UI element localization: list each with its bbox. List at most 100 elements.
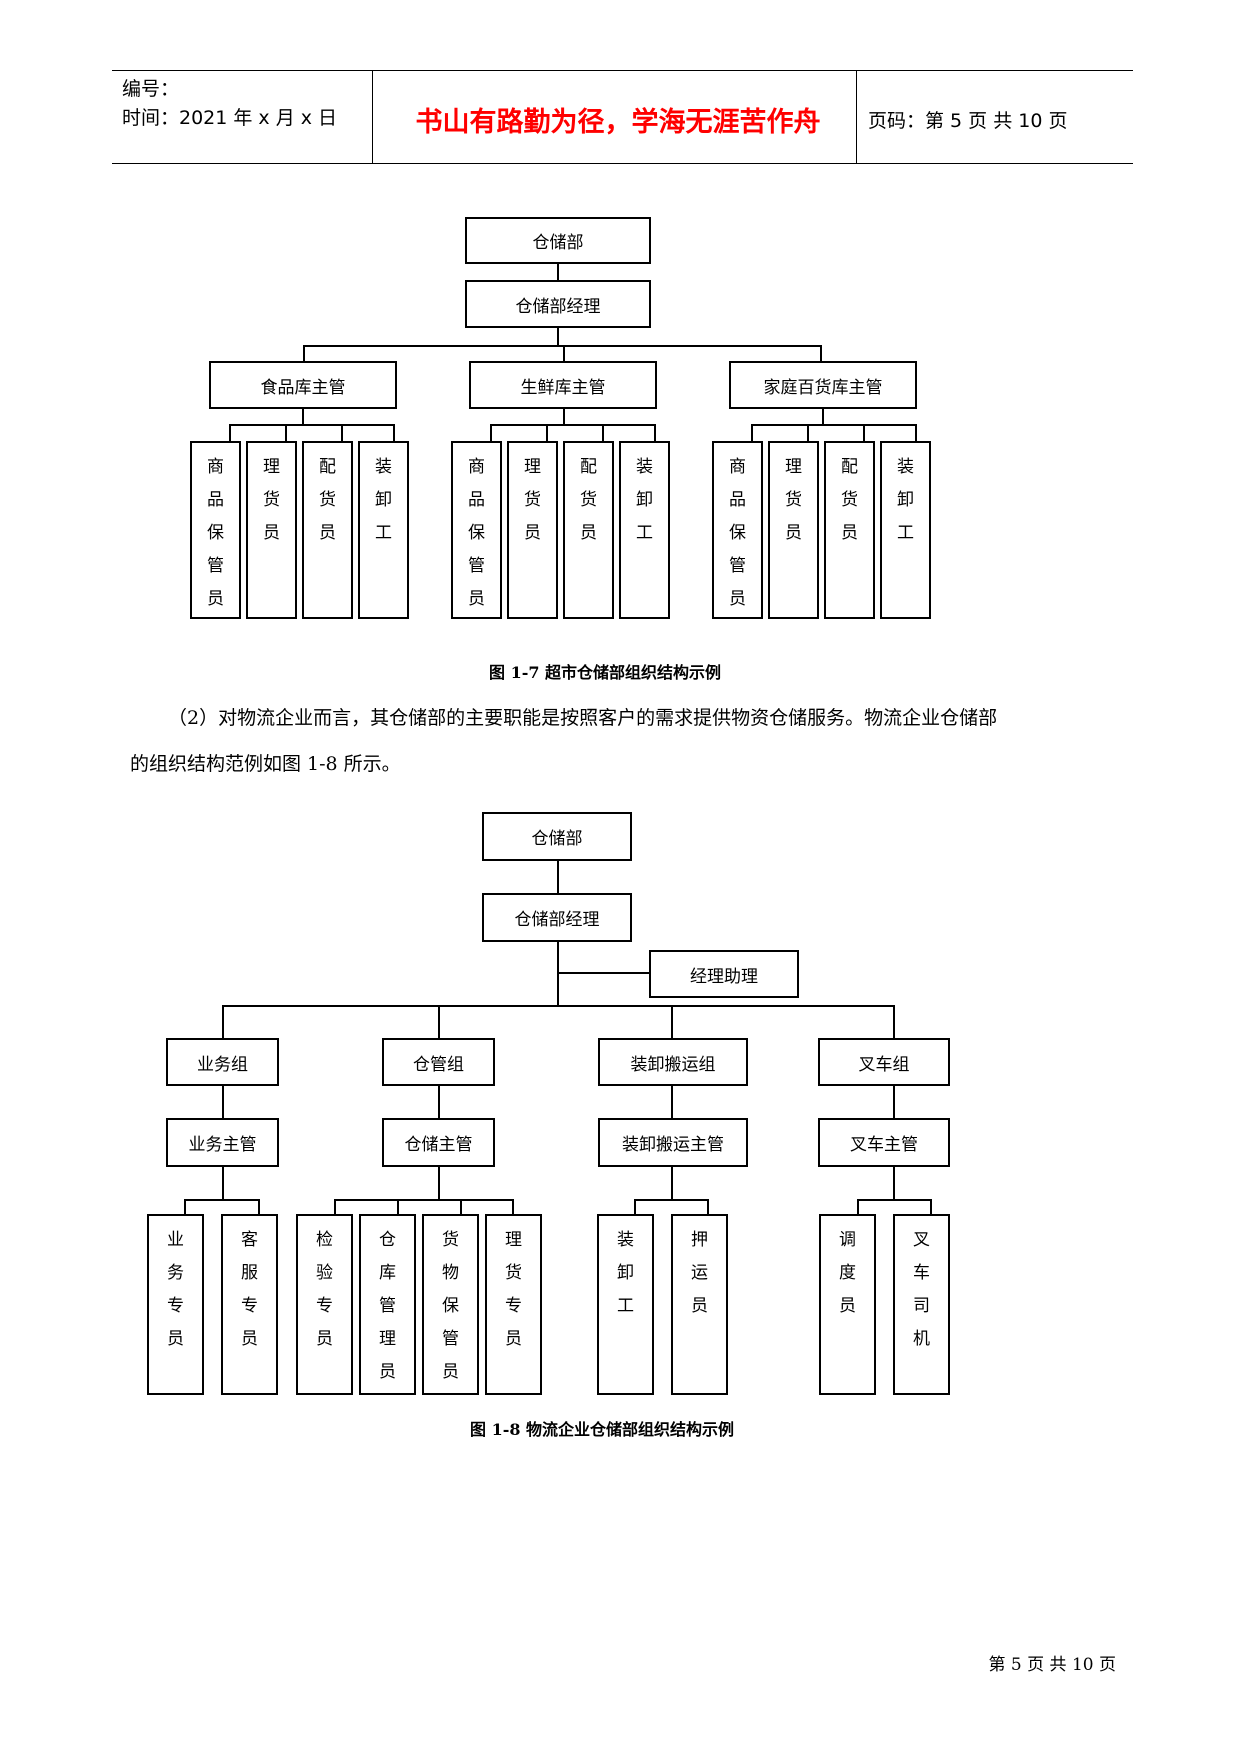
chart1-connector — [546, 424, 548, 442]
chart1-supervisor-household: 家庭百货库主管 — [729, 361, 917, 409]
chart1-connector — [393, 424, 395, 442]
chart2-connector — [857, 1199, 859, 1215]
chart2-manager-box: 仓储部经理 — [482, 893, 632, 942]
chart1-connector — [863, 424, 865, 442]
chart1-connector — [822, 409, 824, 425]
chart1-connector — [557, 264, 559, 280]
figure-1-7-caption: 图 1-7 超市仓储部组织结构示例 — [489, 663, 722, 682]
chart2-connector — [222, 1086, 224, 1119]
chart2-staff-box: 货物保管员 — [422, 1214, 479, 1395]
header-slogan: 书山有路勤为径，学海无涯苦作舟 — [415, 107, 821, 138]
chart2-connector — [438, 1167, 440, 1200]
chart2-connector — [334, 1199, 336, 1215]
chart2-connector — [557, 972, 649, 974]
chart1-staff-box: 理货员 — [507, 441, 558, 619]
header-divider-left — [372, 70, 373, 163]
chart2-connector — [222, 1005, 224, 1039]
chart1-connector — [490, 424, 492, 442]
chart1-connector — [602, 424, 604, 442]
chart2-staff-box: 客服专员 — [221, 1214, 278, 1395]
chart2-connector — [184, 1199, 186, 1215]
chart2-connector — [460, 1199, 462, 1215]
chart1-staff-box: 装卸工 — [358, 441, 409, 619]
chart1-connector — [229, 424, 395, 426]
chart2-connector — [334, 1199, 514, 1201]
chart1-connector — [285, 424, 287, 442]
chart1-staff-box: 商品保管员 — [190, 441, 241, 619]
chart1-staff-box: 配货员 — [824, 441, 875, 619]
chart2-group-warehouse: 仓管组 — [382, 1038, 495, 1086]
chart2-connector — [671, 1086, 673, 1119]
chart2-staff-box: 仓库管理员 — [359, 1214, 416, 1395]
chart2-supervisor-forklift: 叉车主管 — [818, 1118, 950, 1167]
document-number-label: 编号： — [122, 78, 180, 100]
chart2-connector — [707, 1199, 709, 1215]
chart1-staff-box: 商品保管员 — [712, 441, 763, 619]
chart1-connector — [563, 409, 565, 425]
chart1-staff-box: 装卸工 — [619, 441, 670, 619]
chart1-connector — [490, 424, 656, 426]
chart2-connector — [930, 1199, 932, 1215]
chart2-staff-box: 理货专员 — [485, 1214, 542, 1395]
chart2-staff-box: 装卸工 — [597, 1214, 654, 1395]
chart1-root-box: 仓储部 — [465, 217, 651, 264]
chart1-connector — [751, 424, 753, 442]
chart2-connector — [893, 1005, 895, 1039]
chart2-connector — [512, 1199, 514, 1215]
chart1-connector — [915, 424, 917, 442]
figure-1-8-caption: 图 1-8 物流企业仓储部组织结构示例 — [470, 1420, 735, 1439]
chart2-staff-box: 调度员 — [819, 1214, 876, 1395]
chart2-connector — [634, 1199, 636, 1215]
chart2-assistant-box: 经理助理 — [649, 950, 799, 998]
page-footer: 第 5 页 共 10 页 — [988, 1655, 1116, 1675]
chart2-connector — [438, 1005, 440, 1039]
chart1-connector — [654, 424, 656, 442]
chart2-connector — [222, 1005, 895, 1007]
chart2-group-loading: 装卸搬运组 — [598, 1038, 748, 1086]
header-divider-right — [856, 70, 857, 163]
chart1-connector — [303, 345, 822, 347]
chart1-staff-box: 配货员 — [563, 441, 614, 619]
chart1-connector — [229, 424, 231, 442]
chart2-supervisor-warehouse: 仓储主管 — [382, 1118, 495, 1167]
chart1-connector — [557, 328, 559, 346]
chart1-connector — [807, 424, 809, 442]
chart1-supervisor-fresh: 生鲜库主管 — [469, 361, 657, 409]
chart2-staff-box: 检验专员 — [296, 1214, 353, 1395]
chart2-supervisor-business: 业务主管 — [166, 1118, 279, 1167]
chart2-staff-box: 叉车司机 — [893, 1214, 950, 1395]
chart2-connector — [184, 1199, 260, 1201]
chart2-supervisor-loading: 装卸搬运主管 — [598, 1118, 748, 1167]
chart1-staff-box: 配货员 — [302, 441, 353, 619]
chart2-connector — [557, 942, 559, 1006]
chart2-group-business: 业务组 — [166, 1038, 279, 1086]
chart2-connector — [258, 1199, 260, 1215]
chart2-connector — [893, 1167, 895, 1200]
body-paragraph-line1: （2）对物流企业而言，其仓储部的主要职能是按照客户的需求提供物资仓储服务。物流企… — [168, 707, 998, 729]
chart2-staff-box: 押运员 — [671, 1214, 728, 1395]
chart2-staff-box: 业务专员 — [147, 1214, 204, 1395]
chart2-connector — [671, 1167, 673, 1200]
chart2-connector — [557, 861, 559, 894]
chart2-connector — [634, 1199, 709, 1201]
chart1-connector — [302, 409, 304, 425]
document-time: 时间：2021 年 x 月 x 日 — [122, 107, 338, 129]
chart1-connector — [341, 424, 343, 442]
chart2-connector — [222, 1167, 224, 1200]
chart2-connector — [893, 1086, 895, 1119]
chart2-connector — [857, 1199, 932, 1201]
header-bottom-rule — [112, 163, 1133, 164]
chart1-connector — [820, 345, 822, 362]
chart1-staff-box: 商品保管员 — [451, 441, 502, 619]
body-paragraph-line2: 的组织结构范例如图 1-8 所示。 — [130, 753, 401, 775]
header-page-code: 页码：第 5 页 共 10 页 — [868, 110, 1068, 132]
chart1-manager-box: 仓储部经理 — [465, 280, 651, 328]
chart1-connector — [303, 345, 305, 362]
chart1-staff-box: 装卸工 — [880, 441, 931, 619]
chart2-connector — [671, 1005, 673, 1039]
chart1-connector — [563, 345, 565, 362]
chart1-supervisor-food: 食品库主管 — [209, 361, 397, 409]
chart2-group-forklift: 叉车组 — [818, 1038, 950, 1086]
chart1-staff-box: 理货员 — [246, 441, 297, 619]
chart2-root-box: 仓储部 — [482, 812, 632, 861]
